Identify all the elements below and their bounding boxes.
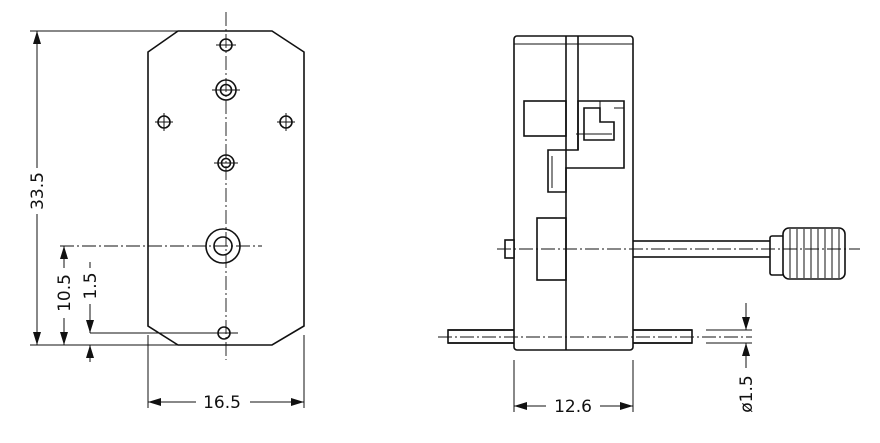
right-mounting-hole bbox=[277, 113, 295, 131]
dim-height-shaft: 10.5 bbox=[53, 246, 75, 345]
dim-height-shaft-label: 10.5 bbox=[55, 274, 75, 312]
dim-height-total: 33.5 bbox=[26, 30, 190, 346]
knob bbox=[769, 227, 846, 280]
upper-boss-hole bbox=[212, 79, 240, 101]
side-view bbox=[438, 35, 860, 351]
side-body-outline bbox=[513, 35, 634, 351]
dim-height-total-label: 33.5 bbox=[28, 172, 48, 210]
top-hole bbox=[216, 38, 236, 52]
dim-width-front-label: 16.5 bbox=[203, 393, 241, 413]
dim-pin-diameter-label: ø1.5 bbox=[737, 375, 757, 412]
dim-width-front: 16.5 bbox=[147, 335, 305, 413]
dim-pin-diameter: ø1.5 bbox=[706, 303, 758, 420]
dim-width-side-label: 12.6 bbox=[554, 397, 592, 417]
front-view bbox=[60, 12, 305, 360]
dim-hole-offset: 1.5 bbox=[80, 262, 102, 362]
lower-boss-hole bbox=[214, 154, 238, 172]
dim-hole-offset-label: 1.5 bbox=[81, 272, 101, 299]
shaft-boss bbox=[60, 228, 262, 264]
bottom-hole bbox=[90, 326, 238, 340]
left-mounting-hole bbox=[155, 113, 173, 131]
dim-width-side: 12.6 bbox=[513, 360, 634, 417]
front-view-body-outline bbox=[147, 30, 305, 346]
